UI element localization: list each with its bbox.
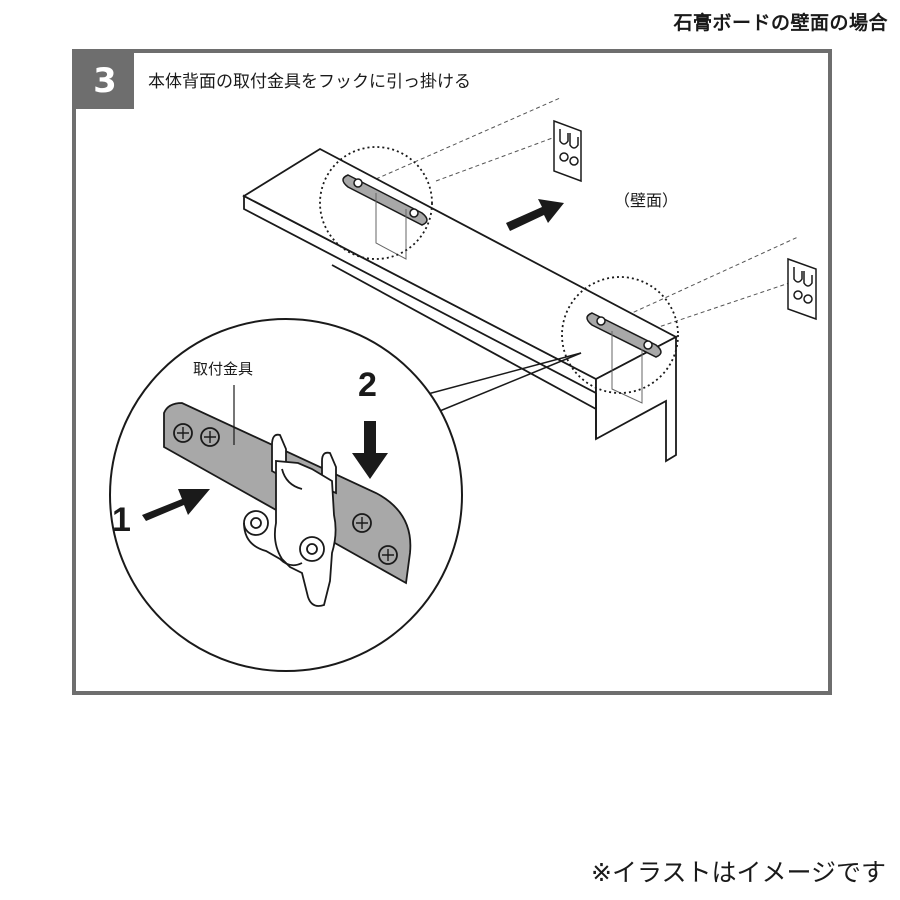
wall-hook-lower — [787, 257, 817, 321]
wall-label: （壁面） — [614, 191, 679, 210]
step-panel: 3 本体背面の取付金具をフックに引っ掛ける （壁面） 取付金具 1 2 — [72, 49, 832, 695]
step-one-label: 1 — [112, 501, 131, 539]
bracket-label: 取付金具 — [193, 360, 254, 378]
highlight-circles — [319, 146, 679, 394]
shelf-bracket-lower — [586, 312, 662, 404]
push-arrow — [506, 199, 564, 231]
wall-hook-upper — [553, 119, 582, 183]
page-heading: 石膏ボードの壁面の場合 — [673, 12, 888, 34]
arrow-one — [142, 489, 210, 521]
illustration-note: ※イラストはイメージです — [591, 858, 886, 887]
mounting-diagram — [109, 97, 817, 672]
arrow-two — [352, 421, 388, 479]
shelf-bracket-upper — [342, 174, 428, 260]
shelf-body — [242, 147, 678, 463]
zoom-hook — [243, 433, 337, 607]
step-number-badge: 3 — [76, 53, 134, 109]
callout-connector — [423, 352, 582, 416]
step-two-label: 2 — [358, 366, 377, 404]
step-instruction: 本体背面の取付金具をフックに引っ掛ける — [148, 72, 471, 92]
